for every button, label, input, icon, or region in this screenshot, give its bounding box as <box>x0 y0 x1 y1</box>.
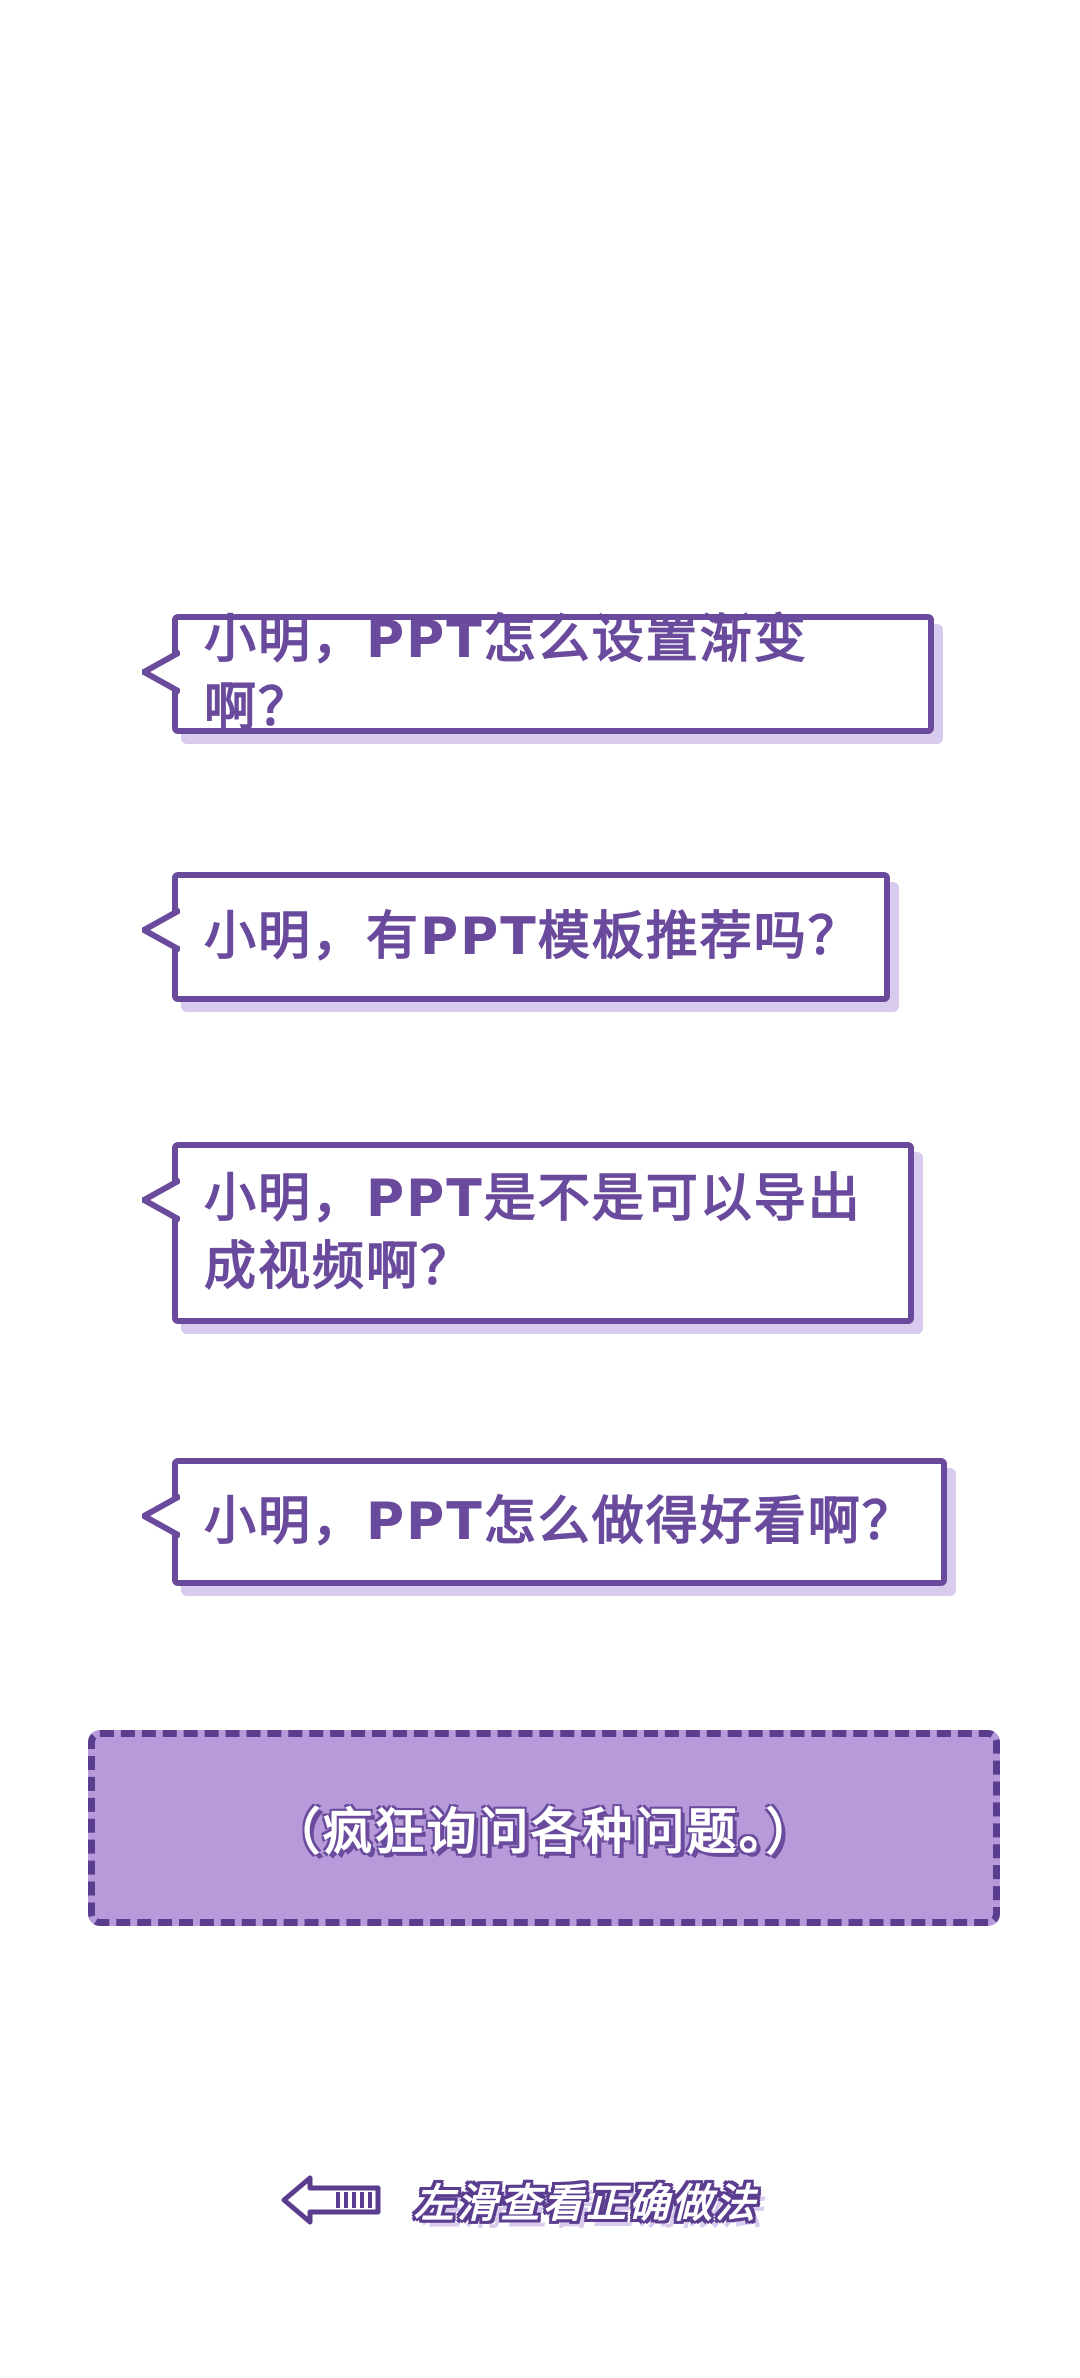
bubble-text: 小明，PPT怎么设置渐变啊？ <box>204 610 808 738</box>
speech-bubble-export-question: 小明，PPT是不是可以导出 成视频啊？ <box>142 1142 914 1324</box>
speech-bubble-design-question: 小明，PPT怎么做得好看啊？ <box>142 1458 947 1586</box>
speech-tail-icon <box>142 908 180 952</box>
speech-tail-icon <box>142 650 180 694</box>
swipe-left-hint[interactable]: 左滑查看正确做法 <box>280 2170 758 2230</box>
swipe-hint-label: 左滑查看正确做法 <box>414 2181 758 2227</box>
arrow-left-icon <box>281 2175 381 2225</box>
speech-bubble-gradient-question: 小明，PPT怎么设置渐变啊？ <box>142 610 934 738</box>
bubble-text: 小明，PPT是不是可以导出 成视频啊？ <box>204 1169 862 1297</box>
narration-note-text: （疯狂询问各种问题。） <box>270 1803 818 1861</box>
bubble-text: 小明，有PPT模板推荐吗？ <box>204 907 862 967</box>
speech-bubble-template-question: 小明，有PPT模板推荐吗？ <box>142 872 890 1002</box>
narration-note-box: （疯狂询问各种问题。） <box>88 1730 1000 1926</box>
speech-tail-icon <box>142 1178 180 1222</box>
bubble-text: 小明，PPT怎么做得好看啊？ <box>204 1492 916 1552</box>
speech-tail-icon <box>142 1494 180 1538</box>
